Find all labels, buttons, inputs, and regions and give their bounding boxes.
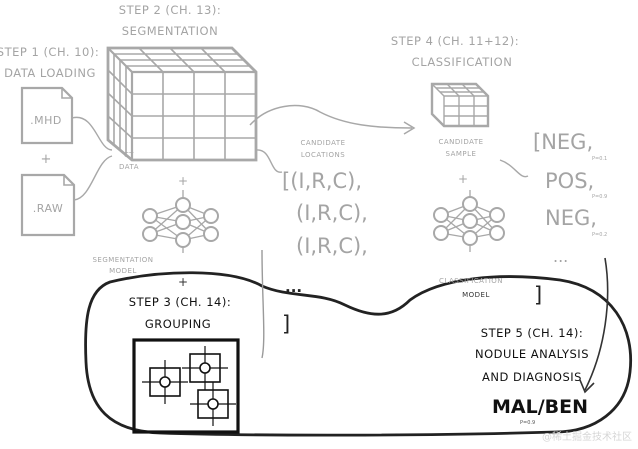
ct-cube-icon (106, 46, 258, 162)
result-probability: P=0.9 (520, 420, 535, 426)
prediction-row-2: POS, (545, 169, 594, 193)
step2-title: STEP 2 (CH. 13): (119, 3, 221, 17)
seg-plus-sign-dark: + (178, 275, 188, 289)
step4-title: STEP 4 (CH. 11+12): (391, 34, 519, 48)
step3-subtitle: GROUPING (145, 317, 211, 331)
ct-label-line1: CT (124, 151, 134, 159)
predictions-close-bracket: ] (534, 283, 542, 307)
segmentation-model-label-line1: SEGMENTATION (92, 256, 153, 264)
mhd-file-icon (20, 86, 74, 145)
ct-label-line2: DATA (119, 163, 139, 171)
classification-model-network-icon (433, 190, 505, 252)
prediction-row-3: NEG, (545, 206, 597, 230)
arrow-to-classification (249, 104, 413, 129)
prediction-prob-1: P=0.1 (592, 156, 607, 162)
highlight-blob (84, 271, 633, 437)
step5-line3: AND DIAGNOSIS (482, 370, 582, 384)
prediction-prob-3: P=0.2 (592, 232, 607, 238)
segmentation-model-label-line2: MODEL (109, 267, 137, 275)
coords-row-2: (I,R,C), (296, 201, 368, 225)
step5-title: STEP 5 (CH. 14): (481, 326, 583, 340)
connector-class-to-predictions (499, 159, 529, 178)
connector-coords-to-grouping (261, 249, 265, 359)
candidate-sample-cube-icon (430, 82, 490, 128)
coords-ellipsis: ... (285, 278, 302, 296)
step4-subtitle: CLASSIFICATION (412, 55, 513, 69)
prediction-row-1: [NEG, (533, 130, 593, 154)
candidate-locations-label-line1: CANDIDATE (300, 139, 345, 147)
connector-raw-to-ct (73, 155, 113, 201)
step3-title: STEP 3 (CH. 14): (129, 295, 231, 309)
prediction-prob-2: P=0.9 (592, 194, 607, 200)
candidate-locations-label-line2: LOCATIONS (301, 151, 345, 159)
grouping-image-icon (132, 338, 240, 434)
sample-plus-sign: + (458, 172, 468, 186)
connector-files-to-ct (71, 116, 113, 151)
connector-seg-to-locations (255, 149, 283, 173)
file-plus-sign: + (41, 152, 52, 167)
result-text: MAL/BEN (492, 396, 588, 418)
candidate-sample-label-line2: SAMPLE (446, 150, 477, 158)
ct-plus-sign: + (178, 174, 188, 188)
coords-row-3: (I,R,C), (296, 234, 368, 258)
step1-title: STEP 1 (CH. 10): (0, 45, 99, 59)
classification-model-label-line1: CLASSIFICATION (439, 277, 503, 285)
arrow-head-classification (403, 121, 416, 135)
step2-subtitle: SEGMENTATION (122, 24, 218, 38)
coords-close-bracket: ] (282, 312, 290, 336)
segmentation-model-network-icon (142, 190, 219, 253)
coords-row-1: [(I,R,C), (282, 169, 362, 193)
arrow-head-result (579, 379, 595, 394)
prediction-ellipsis: ... (553, 247, 568, 266)
arrow-to-result (584, 257, 609, 391)
raw-file-label: .RAW (33, 202, 64, 215)
classification-model-label-line2: MODEL (462, 291, 490, 299)
step5-line2: NODULE ANALYSIS (475, 347, 589, 361)
candidate-sample-label-line1: CANDIDATE (438, 138, 483, 146)
watermark-text: @稀土掘金技术社区 (542, 430, 632, 443)
step1-subtitle: DATA LOADING (4, 66, 96, 80)
mhd-file-label: .MHD (30, 114, 62, 127)
raw-file-icon (20, 173, 76, 237)
